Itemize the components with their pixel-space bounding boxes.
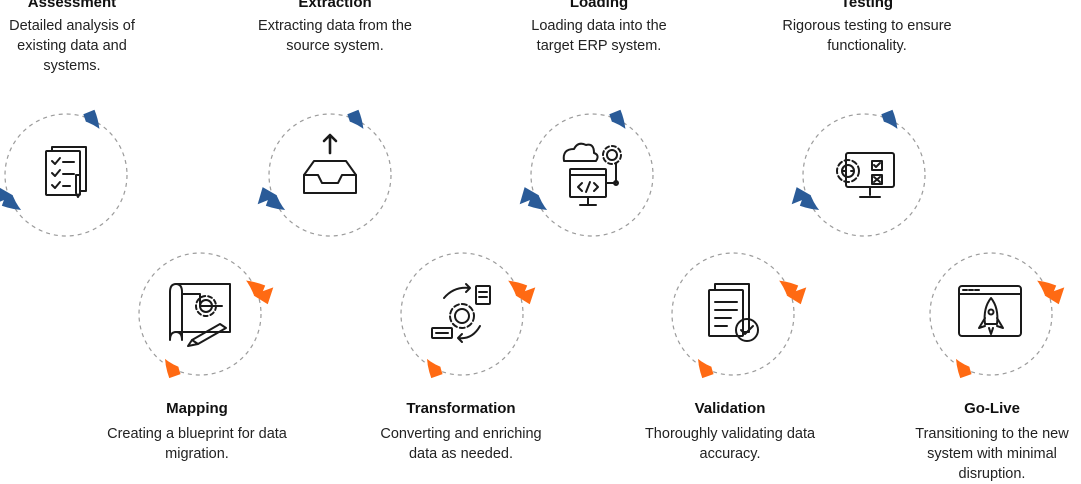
step-node-transformation bbox=[400, 252, 536, 379]
dashed-ring bbox=[929, 252, 1053, 376]
step-mapping: Mapping Creating a blueprint for data mi… bbox=[102, 400, 292, 464]
dashed-ring bbox=[138, 252, 262, 376]
step-assessment: Assessment Detailed analysis of existing… bbox=[0, 0, 152, 76]
step-description: Thoroughly validating data accuracy. bbox=[644, 426, 816, 462]
step-testing: Testing Rigorous testing to ensure funct… bbox=[782, 0, 952, 56]
step-loading: Loading Loading data into the target ERP… bbox=[514, 0, 684, 56]
step-validation: Validation Thoroughly validating data ac… bbox=[640, 400, 820, 464]
arrow-head-icon bbox=[514, 287, 536, 305]
step-description: Transitioning to the new system with min… bbox=[915, 426, 1069, 482]
step-node-assessment bbox=[0, 109, 128, 237]
step-node-golive bbox=[929, 252, 1065, 379]
step-title: Validation bbox=[694, 400, 766, 417]
dashed-ring bbox=[400, 252, 524, 376]
arrow-head-icon bbox=[257, 187, 279, 205]
step-description: Creating a blueprint for data migration. bbox=[107, 426, 287, 462]
step-description: Rigorous testing to ensure functionality… bbox=[782, 18, 952, 54]
arrow-head-icon bbox=[791, 187, 813, 205]
step-golive: Go-Live Transitioning to the new system … bbox=[897, 400, 1081, 484]
step-title: Go-Live bbox=[964, 400, 1020, 417]
step-node-extraction bbox=[257, 109, 392, 237]
step-node-validation bbox=[671, 252, 807, 379]
arrow-head-icon bbox=[1043, 287, 1065, 305]
step-extraction: Extraction Extracting data from the sour… bbox=[250, 0, 420, 56]
arrow-head-icon bbox=[785, 287, 807, 305]
step-node-loading bbox=[519, 109, 654, 237]
dashed-ring bbox=[802, 113, 926, 237]
arrow-head-icon bbox=[519, 187, 541, 205]
arrow-head-icon bbox=[0, 187, 15, 202]
step-title: Assessment bbox=[27, 0, 117, 11]
step-node-testing bbox=[791, 109, 926, 237]
dashed-ring bbox=[4, 113, 128, 237]
step-description: Extracting data from the source system. bbox=[258, 18, 412, 54]
step-description: Converting and enriching data as needed. bbox=[380, 426, 542, 462]
step-title: Mapping bbox=[166, 400, 228, 417]
step-title: Testing bbox=[840, 0, 894, 11]
step-description: Detailed analysis of existing data and s… bbox=[9, 18, 135, 74]
step-title: Transformation bbox=[406, 400, 516, 417]
step-title: Loading bbox=[569, 0, 629, 11]
step-node-mapping bbox=[138, 252, 274, 379]
dashed-ring bbox=[530, 113, 654, 237]
dashed-ring bbox=[671, 252, 795, 376]
step-description: Loading data into the target ERP system. bbox=[531, 18, 667, 54]
step-title: Extraction bbox=[298, 0, 372, 11]
step-transformation: Transformation Converting and enriching … bbox=[376, 400, 546, 464]
dashed-ring bbox=[268, 113, 392, 237]
arrow-head-icon bbox=[252, 287, 274, 305]
